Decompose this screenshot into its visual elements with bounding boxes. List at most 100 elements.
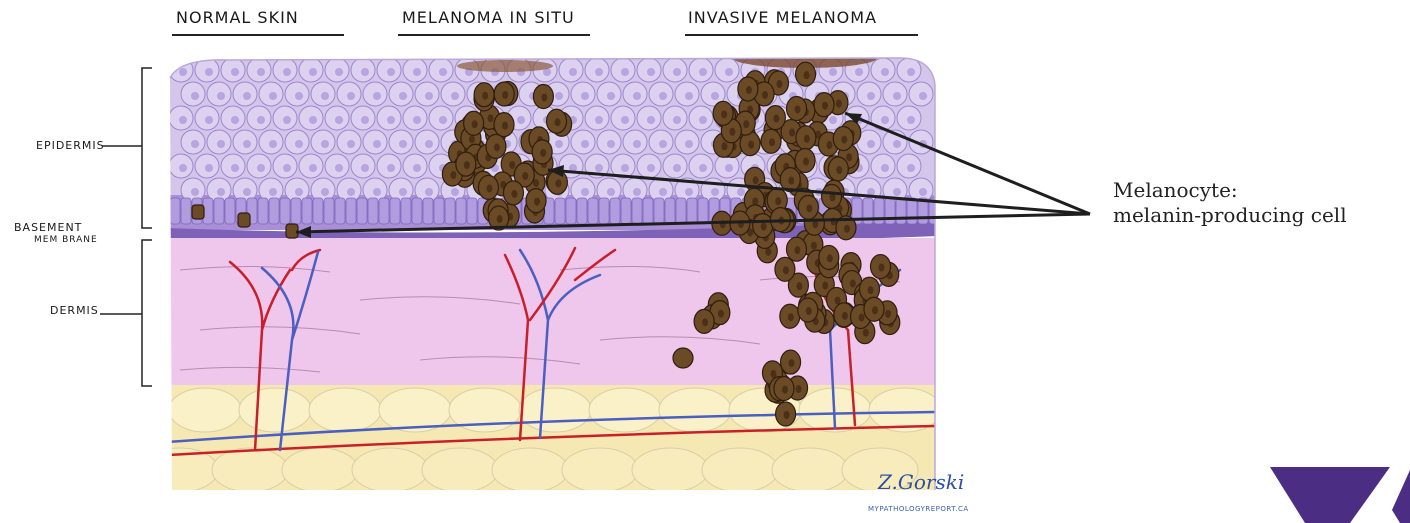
epidermal-cell-nucleus — [685, 92, 693, 100]
epidermal-cell-nucleus — [191, 188, 199, 196]
invasive-melanocyte-nucleus — [879, 264, 885, 272]
epidermal-cell-nucleus — [893, 92, 901, 100]
epidermal-cell-nucleus — [685, 140, 693, 148]
invasive-melanocyte-nucleus — [796, 385, 802, 393]
basal-cell — [654, 198, 664, 224]
epidermal-cell-nucleus — [205, 116, 213, 124]
epidermal-cell-nucleus — [295, 140, 303, 148]
epidermal-cell-nucleus — [217, 188, 225, 196]
epidermal-cell-nucleus — [725, 164, 733, 172]
invasive-melanocyte-nucleus — [822, 282, 828, 290]
melanocyte-callout: Melanocyte: melanin-producing cell — [1113, 178, 1347, 228]
invasive-melanocyte-nucleus — [846, 153, 852, 161]
epidermal-cell-nucleus — [711, 92, 719, 100]
epidermal-cell-nucleus — [321, 92, 329, 100]
invasive-melanocyte-nucleus — [826, 141, 832, 149]
in-situ-melanocyte-nucleus — [497, 215, 503, 223]
basal-cell — [445, 198, 455, 224]
in-situ-melanocyte-nucleus — [555, 118, 561, 126]
invasive-melanocyte-nucleus — [748, 141, 754, 149]
invasive-melanocyte-nucleus — [844, 225, 850, 233]
epidermal-cell-nucleus — [699, 68, 707, 76]
epidermal-cell-nucleus — [919, 92, 927, 100]
basal-cell — [346, 198, 356, 224]
invasive-melanocyte-nucleus — [806, 204, 812, 212]
epidermal-cell-nucleus — [283, 68, 291, 76]
epidermal-cell-nucleus — [257, 116, 265, 124]
basal-cell — [456, 198, 466, 224]
epidermal-cell-nucleus — [399, 140, 407, 148]
invasive-melanocyte-nucleus — [718, 310, 724, 318]
epidermal-cell-nucleus — [907, 116, 915, 124]
epidermal-cell-nucleus — [257, 68, 265, 76]
epidermal-cell-nucleus — [283, 164, 291, 172]
basal-cell — [588, 198, 598, 224]
fat-lobule — [772, 448, 848, 492]
basal-cell — [896, 198, 906, 224]
basal-cell — [302, 198, 312, 224]
epidermal-cell-nucleus — [633, 92, 641, 100]
basal-cell — [555, 198, 565, 224]
basal-cell — [269, 198, 279, 224]
basal-cell — [379, 198, 389, 224]
invasive-melanocyte-nucleus — [721, 142, 727, 150]
in-situ-melanocyte-nucleus — [469, 135, 475, 143]
fat-lobule — [519, 388, 591, 432]
epidermal-cell-nucleus — [569, 68, 577, 76]
epidermal-cell-nucleus — [413, 116, 421, 124]
basal-cell — [434, 198, 444, 224]
epidermal-cell-nucleus — [673, 116, 681, 124]
invasive-melanocyte-nucleus — [850, 280, 856, 288]
basal-cell — [368, 198, 378, 224]
invasive-melanocyte-nucleus — [702, 318, 708, 326]
invasive-melanocyte-nucleus — [762, 91, 768, 99]
in-situ-melanocyte-nucleus — [494, 143, 500, 151]
epidermal-cell-nucleus — [907, 68, 915, 76]
epidermal-cell-nucleus — [231, 116, 239, 124]
epidermal-cell-nucleus — [321, 188, 329, 196]
invasive-melanocyte-nucleus — [783, 266, 789, 274]
epidermal-cell-nucleus — [425, 188, 433, 196]
epidermal-cell-nucleus — [231, 164, 239, 172]
epidermal-cell-nucleus — [659, 92, 667, 100]
epidermal-cell-nucleus — [191, 140, 199, 148]
basal-cell — [907, 198, 917, 224]
invasive-melanocyte-nucleus — [794, 246, 800, 254]
epidermal-cell-nucleus — [269, 188, 277, 196]
invasive-melanocyte-nucleus — [775, 197, 781, 205]
basal-cell — [423, 198, 433, 224]
invasive-melanocyte-nucleus — [811, 242, 817, 250]
epidermal-cell-nucleus — [295, 188, 303, 196]
epidermal-cell-nucleus — [633, 140, 641, 148]
epidermal-cell-nucleus — [309, 116, 317, 124]
epidermal-cell-nucleus — [269, 92, 277, 100]
epidermal-cell-nucleus — [881, 164, 889, 172]
invasive-melanocyte-nucleus — [769, 138, 775, 146]
invasive-melanocyte-nucleus — [885, 310, 891, 318]
basal-cell — [665, 198, 675, 224]
basal-cell — [401, 198, 411, 224]
basal-cell — [335, 198, 345, 224]
invasive-melanocyte-nucleus — [784, 411, 790, 419]
melanin-cap-in-situ — [457, 60, 553, 72]
epidermal-cell-nucleus — [711, 188, 719, 196]
epidermal-cell-nucleus — [595, 116, 603, 124]
invasive-melanocyte-nucleus — [753, 176, 759, 184]
epidermal-cell-nucleus — [387, 164, 395, 172]
epidermal-cell-nucleus — [725, 68, 733, 76]
invasive-melanocyte-nucleus — [859, 314, 865, 322]
epidermal-cell-nucleus — [829, 68, 837, 76]
invasive-melanocyte-nucleus — [806, 307, 812, 315]
epidermal-cell-nucleus — [413, 68, 421, 76]
invasive-melanocyte-nucleus — [746, 86, 752, 94]
epidermal-cell-nucleus — [867, 140, 875, 148]
epidermal-cell-nucleus — [659, 188, 667, 196]
epidermal-cell-nucleus — [335, 164, 343, 172]
epidermal-cell-nucleus — [737, 188, 745, 196]
epidermal-cell-nucleus — [581, 188, 589, 196]
basal-cell — [676, 198, 686, 224]
basal-cell — [258, 198, 268, 224]
invasive-melanocyte-nucleus — [804, 71, 810, 79]
epidermal-cell-nucleus — [361, 116, 369, 124]
epidermal-cell-nucleus — [347, 188, 355, 196]
